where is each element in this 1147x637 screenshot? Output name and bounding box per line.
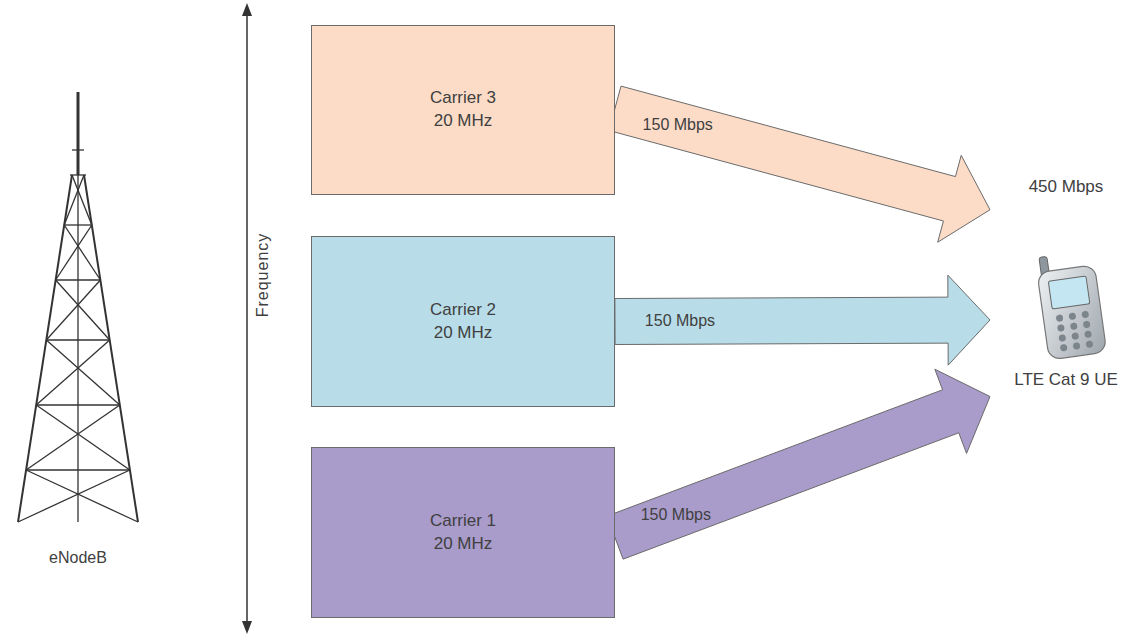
- phone-keypad: [1056, 311, 1094, 352]
- tower-illustration: [0, 0, 160, 540]
- block-arrow: [609, 86, 990, 242]
- axis-label: Frequency: [253, 233, 272, 318]
- carrier-box: Carrier 120 MHz: [311, 447, 615, 618]
- phone-key: [1057, 324, 1065, 332]
- rate-label: 150 Mbps: [645, 312, 715, 331]
- ue-device: 450 MbpsLTE Cat 9 UE: [990, 168, 1142, 400]
- phone-illustration: [1034, 250, 1114, 362]
- phone-case: [1037, 265, 1107, 360]
- carrier-box: Carrier 220 MHz: [311, 236, 615, 407]
- phone-key: [1071, 332, 1079, 340]
- phone-key: [1086, 340, 1094, 348]
- node-text: 20 MHz: [434, 322, 493, 345]
- axis-arrowhead: [242, 3, 252, 16]
- node-text: Carrier 1: [430, 510, 496, 533]
- phone-key: [1056, 314, 1064, 322]
- node-text: LTE Cat 9 UE: [1014, 369, 1118, 392]
- tower-brace: [26, 470, 138, 522]
- phone-key: [1060, 344, 1068, 352]
- rate-label: 150 Mbps: [643, 116, 713, 135]
- phone-key: [1083, 320, 1091, 328]
- phone-key: [1073, 342, 1081, 350]
- phone-key: [1081, 311, 1089, 319]
- rate-label: 150 Mbps: [641, 505, 711, 524]
- tower-brace: [56, 279, 101, 280]
- tower-brace: [18, 470, 130, 522]
- phone-screen: [1048, 276, 1090, 309]
- axis-arrowhead: [242, 621, 252, 634]
- phone-body: [1035, 250, 1107, 360]
- axis-line: [246, 14, 248, 623]
- tower-lattice: [18, 92, 138, 522]
- station-label: eNodeB: [49, 548, 107, 567]
- block-arrow: [607, 369, 990, 559]
- tower-brace: [36, 340, 110, 405]
- node-text: Carrier 3: [430, 87, 496, 110]
- tower-brace: [64, 224, 92, 225]
- node-text: 20 MHz: [434, 533, 493, 556]
- antenna-mast: [77, 92, 80, 175]
- phone-key: [1068, 312, 1076, 320]
- tower-brace: [64, 175, 84, 225]
- tower-brace: [26, 469, 130, 470]
- tower-brace: [46, 339, 109, 340]
- tower-brace: [26, 405, 120, 470]
- tower-brace: [56, 225, 92, 280]
- node-text: Carrier 2: [430, 299, 496, 322]
- tower-brace: [46, 340, 120, 405]
- phone-key: [1084, 330, 1092, 338]
- carrier-box: Carrier 320 MHz: [311, 25, 615, 195]
- tower-brace: [36, 404, 120, 405]
- phone-key: [1070, 322, 1078, 330]
- mast-bar: [72, 149, 84, 150]
- node-text: 450 Mbps: [1029, 176, 1104, 199]
- phone-key: [1058, 334, 1066, 342]
- tower-brace: [56, 280, 110, 340]
- tower-brace: [46, 280, 100, 340]
- block-arrow: [615, 275, 990, 365]
- node-text: 20 MHz: [434, 110, 493, 133]
- tower-brace: [64, 225, 100, 280]
- tower-brace: [72, 175, 92, 225]
- tower-brace: [36, 405, 130, 470]
